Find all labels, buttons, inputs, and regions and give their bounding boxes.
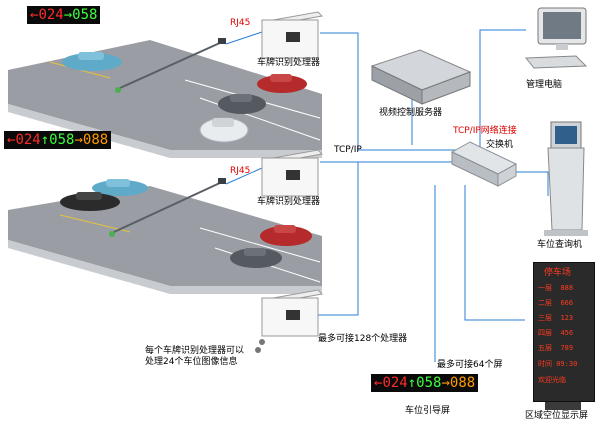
zone-row: 四层 456 xyxy=(538,329,574,337)
zone-row: 三层 123 xyxy=(538,314,574,322)
plate-processor-label-top: 车牌识别处理器 xyxy=(257,58,321,68)
car-black-classic-middle xyxy=(60,192,120,211)
kiosk-icon xyxy=(544,121,588,236)
tcp-network-label: TCP/IP网络连接 xyxy=(453,126,517,136)
tcp-ip-label: TCP/IP xyxy=(334,145,362,155)
arrow-up-icon: ↑ xyxy=(40,132,50,148)
led-count: 024 xyxy=(38,7,64,23)
car-white-top xyxy=(199,117,249,143)
arrow-right-icon: → xyxy=(63,7,73,23)
led-count: 058 xyxy=(49,132,75,148)
arrow-left-icon: ← xyxy=(374,375,383,391)
video-server-icon xyxy=(370,49,472,105)
guide-screen-label: 车位引导屏 xyxy=(405,406,451,416)
led-sign-bottom: ←024↑058→088 xyxy=(371,374,479,392)
switch-label: 交换机 xyxy=(486,140,514,150)
led-count: 088 xyxy=(82,132,109,148)
arrow-right-icon: → xyxy=(441,375,450,391)
management-pc-label: 管理电脑 xyxy=(526,80,563,90)
car-dark-middle xyxy=(230,248,282,268)
network-lines xyxy=(225,29,549,362)
arrow-left-icon: ← xyxy=(7,132,16,148)
arrow-left-icon: ← xyxy=(30,7,39,23)
car-blue-classic-middle xyxy=(92,179,148,196)
car-dark-top xyxy=(218,94,266,114)
arrow-right-icon: → xyxy=(74,132,83,148)
zone-display-stand xyxy=(545,400,581,410)
rj45-label-middle: RJ45 xyxy=(230,166,251,176)
led-count: 088 xyxy=(449,375,476,391)
computer-icon xyxy=(524,7,588,69)
zone-display-label: 区域空位显示屏 xyxy=(525,411,589,421)
plate-processor-box-top xyxy=(260,11,324,59)
zone-welcome: 欢迎光临 xyxy=(538,376,566,384)
led-count: 058 xyxy=(72,7,98,23)
arrow-up-icon: ↑ xyxy=(407,375,417,391)
car-red-middle xyxy=(260,225,312,246)
kiosk-label: 车位查询机 xyxy=(537,240,583,250)
zone-row: 五层 789 xyxy=(538,344,574,352)
video-server-label: 视频控制服务器 xyxy=(379,108,443,118)
led-count: 024 xyxy=(382,375,408,391)
led-sign-middle: ←024↑058→088 xyxy=(4,131,112,149)
max-screens-label: 最多可接64个屏 xyxy=(437,360,503,370)
plate-processor-box-bottom xyxy=(260,289,324,337)
processor-note-line1: 每个车牌识别处理器可以 xyxy=(145,346,245,356)
max-processors-label: 最多可接128个处理器 xyxy=(318,334,408,344)
processor-note-line2: 处理24个车位图像信息 xyxy=(145,357,238,367)
zone-display-panel: 停车场 一层 888 二层 666 三层 123 四层 456 五层 789 时… xyxy=(533,262,595,402)
led-count: 024 xyxy=(15,132,41,148)
switch-icon xyxy=(450,141,518,187)
car-blue-classic-top xyxy=(62,52,122,71)
camera-pole-middle xyxy=(109,178,226,237)
zone-time: 时间 09:30 xyxy=(538,360,578,368)
rj45-label-top: RJ45 xyxy=(230,18,251,28)
car-red-top xyxy=(257,74,307,93)
plate-processor-label-middle: 车牌识别处理器 xyxy=(257,197,321,207)
zone-row: 一层 888 xyxy=(538,284,574,292)
led-count: 058 xyxy=(416,375,442,391)
zone-row: 二层 666 xyxy=(538,299,574,307)
plate-processor-box-middle xyxy=(260,149,324,197)
camera-pole-top xyxy=(115,38,226,93)
led-sign-top: ←024→058 xyxy=(27,6,101,24)
camera-mount-bottom xyxy=(255,339,265,353)
zone-panel-title: 停车场 xyxy=(544,268,572,278)
